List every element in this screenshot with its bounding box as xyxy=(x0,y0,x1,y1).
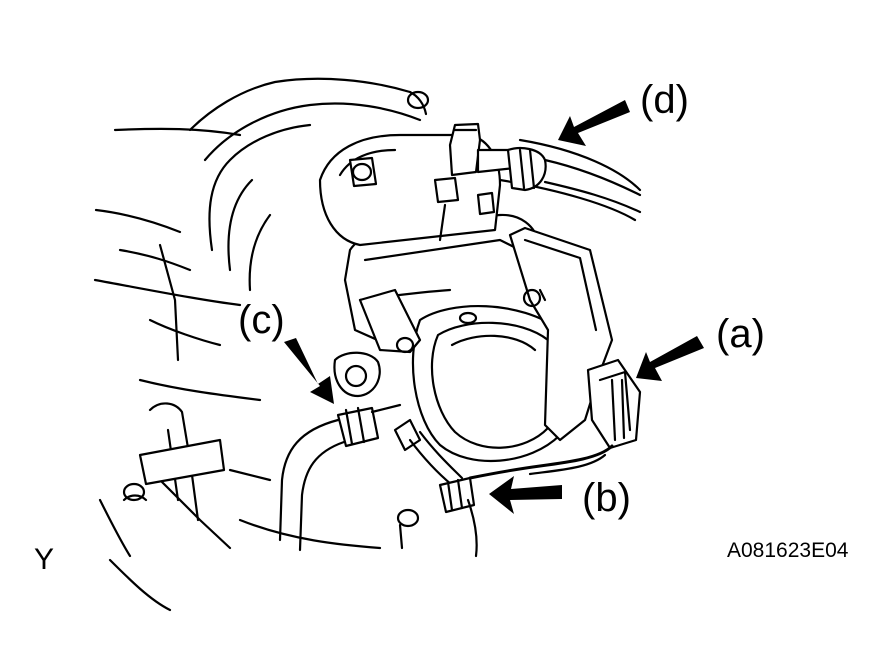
wire-harness xyxy=(468,444,614,480)
lower-left-pipes xyxy=(122,402,420,550)
hose-d xyxy=(476,147,642,214)
engine-background xyxy=(93,77,642,612)
callout-label-d: (d) xyxy=(640,78,689,122)
callout-label-b: (b) xyxy=(582,476,631,520)
arrow-b-icon xyxy=(489,476,562,514)
arrow-c-icon xyxy=(284,338,334,404)
throttle-position-sensor xyxy=(508,226,642,450)
hose-c xyxy=(278,403,402,552)
pipe-b xyxy=(393,418,478,558)
arrow-a-icon xyxy=(636,336,704,381)
callout-label-c: (c) xyxy=(238,298,285,342)
arrow-d-icon xyxy=(558,100,630,146)
figure-code: A081623E04 xyxy=(727,539,849,562)
left-bracket xyxy=(333,288,422,398)
top-sensor xyxy=(448,122,482,177)
corner-mark: Y xyxy=(34,543,55,576)
callout-label-a: (a) xyxy=(716,312,765,356)
